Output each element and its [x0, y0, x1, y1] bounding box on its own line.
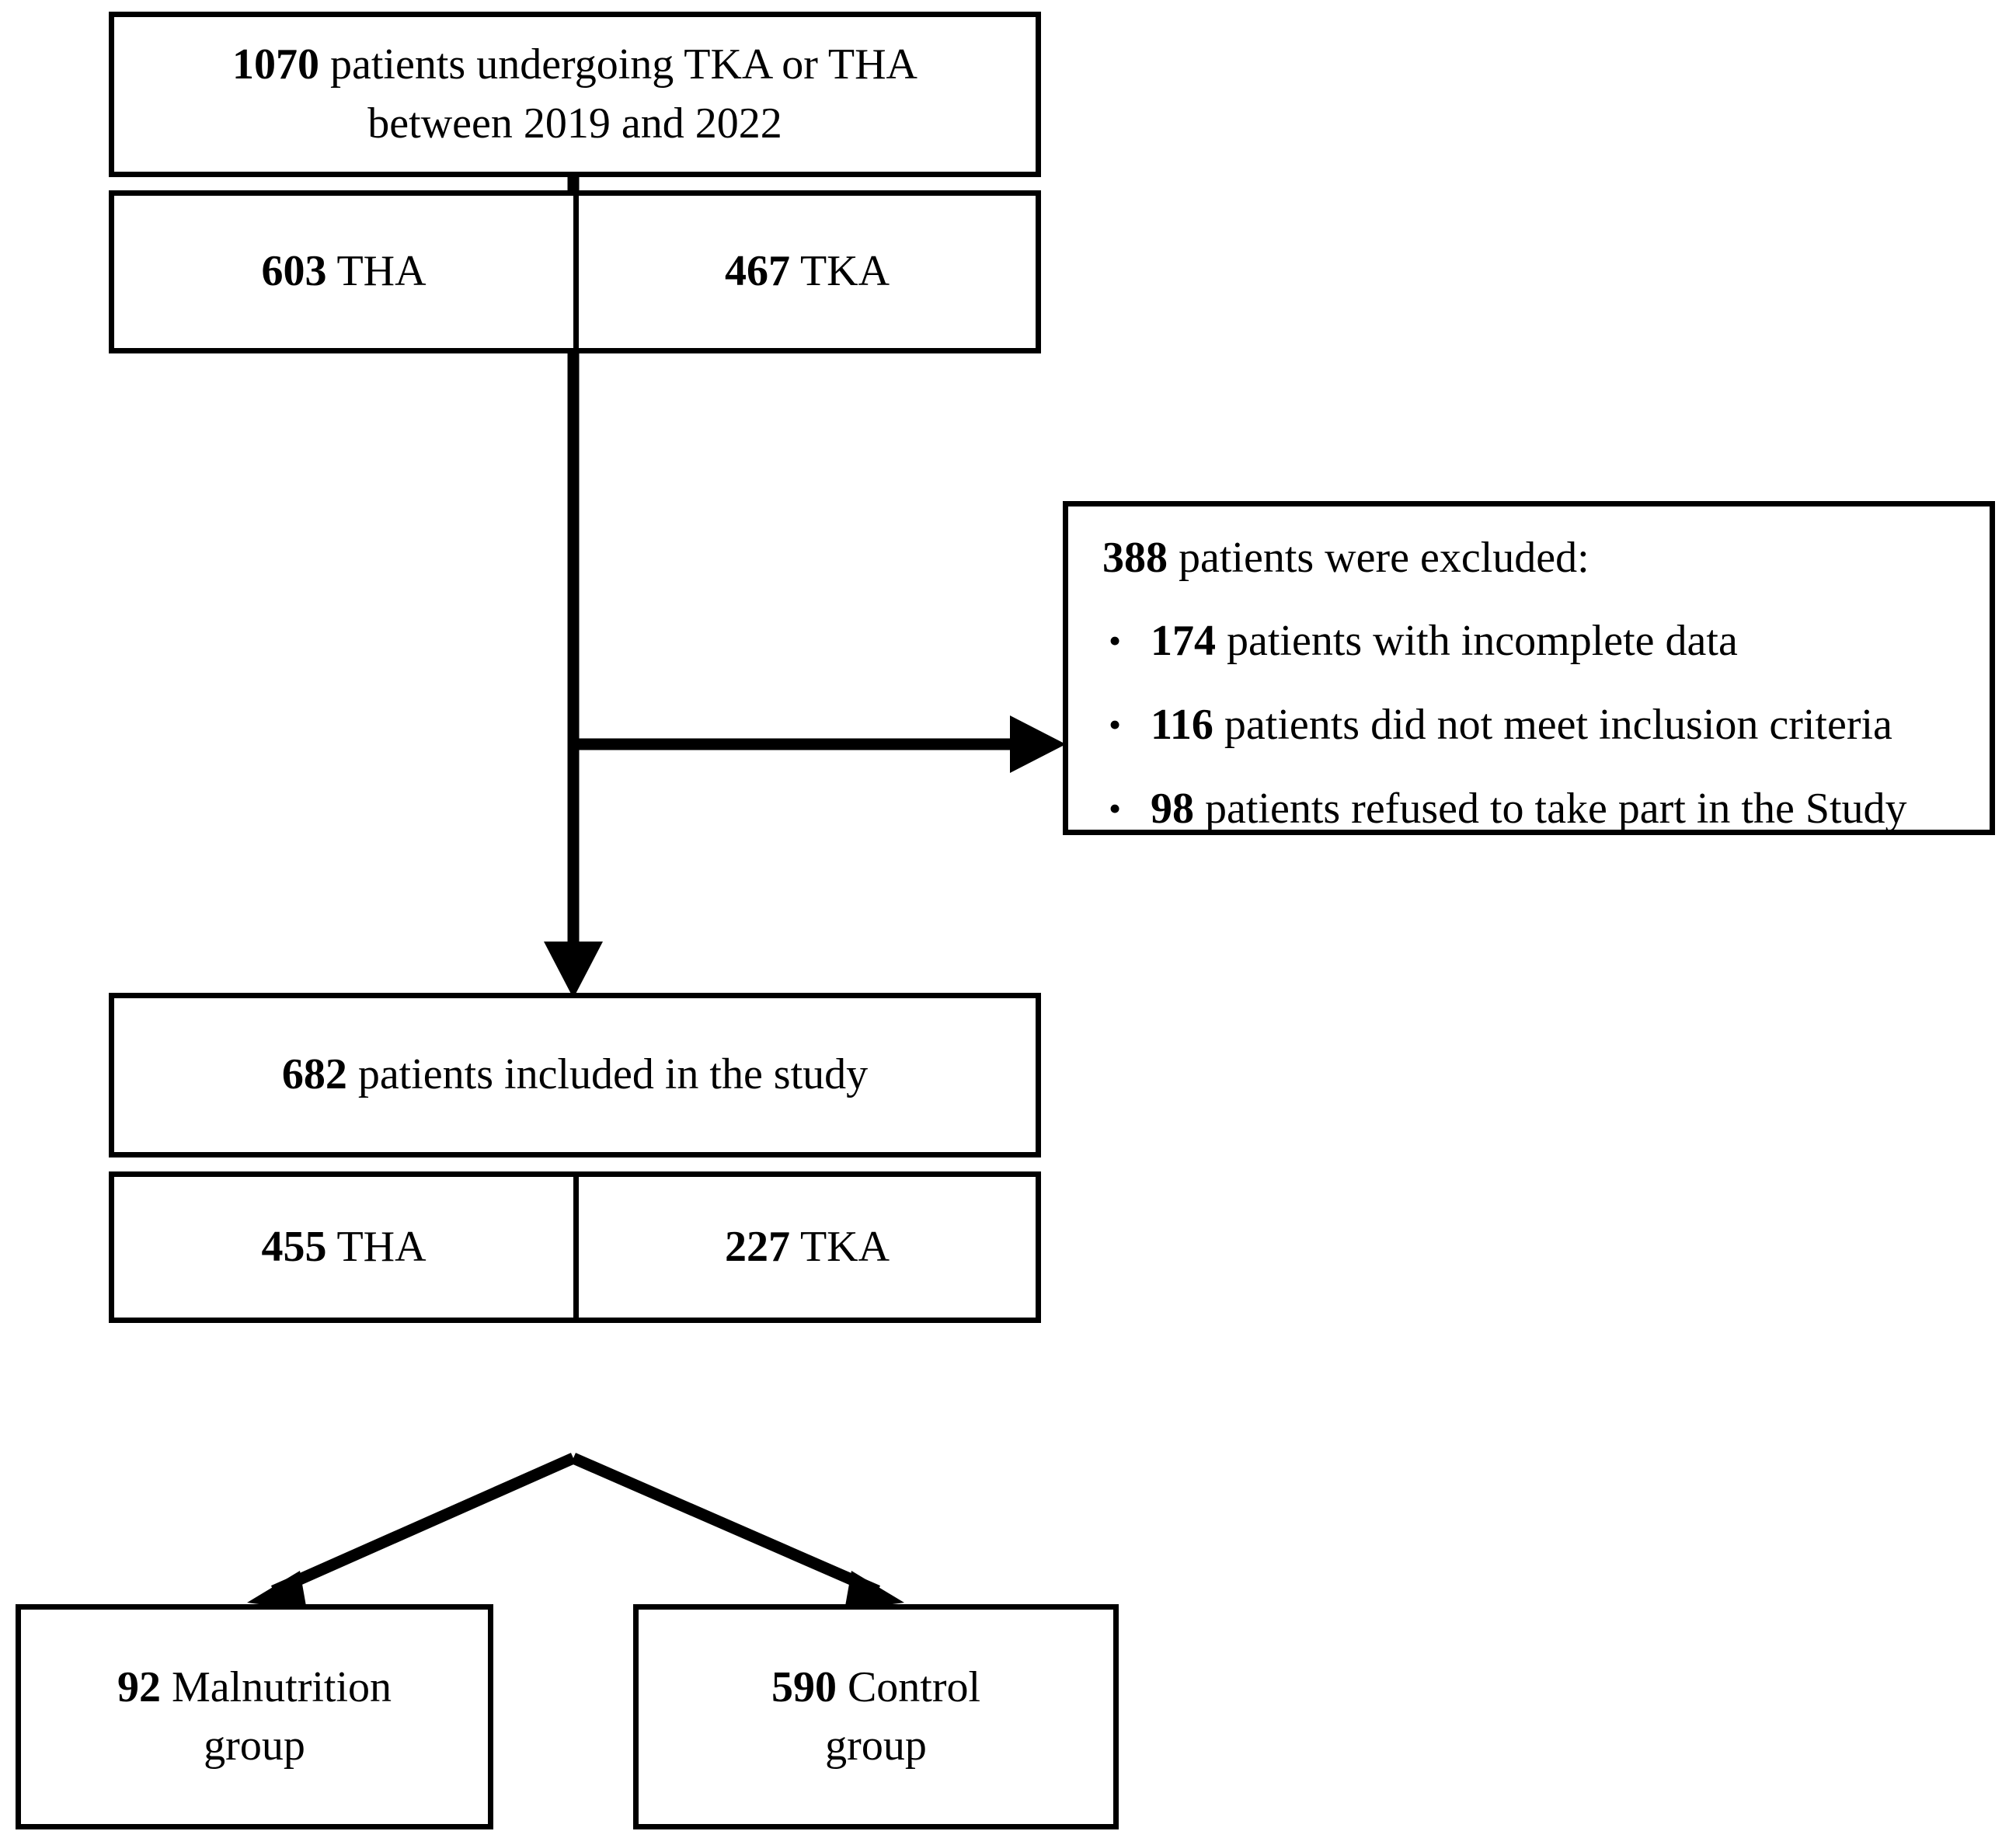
node-total-cohort: 1070 patients undergoing TKA or THA betw…: [109, 12, 1041, 177]
node-split-top-tka-count: 467: [724, 247, 790, 296]
node-total-cohort-line1: patients undergoing TKA or THA: [319, 40, 917, 89]
control-branch-arrow: [571, 1453, 904, 1610]
node-total-cohort-text: 1070 patients undergoing TKA or THA betw…: [221, 36, 928, 152]
node-split-bottom: 455 THA 227 TKA: [109, 1171, 1041, 1323]
node-split-top-tka: 467 TKA: [573, 196, 1036, 348]
node-split-top: 603 THA 467 TKA: [109, 190, 1041, 353]
node-malnutrition-group-line1: Malnutrition: [160, 1662, 392, 1711]
node-exclusions-item: • 116 patients did not meet inclusion cr…: [1102, 697, 1960, 754]
node-split-top-tha-count: 603: [261, 247, 327, 296]
node-split-bottom-tka: 227 TKA: [573, 1177, 1036, 1318]
node-total-cohort-line2: between 2019 and 2022: [367, 99, 782, 148]
node-split-top-tka-text: 467 TKA: [714, 242, 900, 301]
node-exclusions-list: • 174 patients with incomplete data • 11…: [1102, 613, 1960, 838]
node-split-bottom-tha: 455 THA: [114, 1177, 573, 1318]
node-split-top-tha: 603 THA: [114, 196, 573, 348]
node-exclusions-item-count: 174: [1151, 616, 1216, 665]
node-split-top-tha-text: 603 THA: [250, 242, 437, 301]
node-split-top-tka-label: TKA: [789, 247, 890, 296]
node-split-bottom-tha-count: 455: [261, 1222, 327, 1271]
exclusion-branch-arrow: [573, 715, 1066, 773]
node-split-bottom-tka-text: 227 TKA: [714, 1218, 900, 1276]
node-control-group-line1: Control: [836, 1662, 981, 1711]
node-exclusions-item: • 174 patients with incomplete data: [1102, 613, 1960, 670]
node-split-bottom-tka-label: TKA: [789, 1222, 890, 1271]
node-malnutrition-group-count: 92: [117, 1662, 161, 1711]
node-exclusions-heading: 388 patients were excluded:: [1102, 530, 1960, 587]
node-exclusions-item-rest: patients with incomplete data: [1216, 616, 1738, 665]
node-exclusions-item-count: 98: [1151, 784, 1194, 833]
node-exclusions: 388 patients were excluded: • 174 patien…: [1063, 501, 1995, 835]
bullet-icon: •: [1109, 704, 1122, 744]
node-included-count: 682: [281, 1050, 347, 1099]
node-control-group-line2: group: [825, 1721, 927, 1770]
node-split-top-row: 603 THA 467 TKA: [114, 196, 1036, 348]
node-malnutrition-group-line2: group: [204, 1721, 305, 1770]
node-split-bottom-tka-count: 227: [724, 1222, 790, 1271]
bullet-icon: •: [1109, 620, 1122, 660]
node-malnutrition-group-text: 92 Malnutrition group: [106, 1659, 402, 1775]
node-split-bottom-row: 455 THA 227 TKA: [114, 1177, 1036, 1318]
node-split-top-tha-label: THA: [326, 247, 427, 296]
node-included-text: 682 patients included in the study: [271, 1046, 879, 1104]
node-control-group-count: 590: [771, 1662, 837, 1711]
bullet-icon: •: [1109, 788, 1122, 828]
node-exclusions-item: • 98 patients refused to take part in th…: [1102, 781, 1960, 838]
node-exclusions-heading-count: 388: [1102, 534, 1168, 582]
node-exclusions-inner: 388 patients were excluded: • 174 patien…: [1068, 507, 1990, 846]
node-control-group-text: 590 Control group: [761, 1659, 991, 1775]
node-total-cohort-count: 1070: [232, 40, 320, 89]
node-included-rest: patients included in the study: [346, 1050, 869, 1099]
node-exclusions-item-rest: patients did not meet inclusion criteria: [1213, 700, 1892, 749]
node-control-group: 590 Control group: [633, 1604, 1119, 1829]
node-exclusions-item-count: 116: [1151, 700, 1213, 749]
node-malnutrition-group: 92 Malnutrition group: [16, 1604, 493, 1829]
node-split-bottom-tha-label: THA: [326, 1222, 427, 1271]
node-exclusions-item-rest: patients refused to take part in the Stu…: [1194, 784, 1907, 833]
node-included: 682 patients included in the study: [109, 993, 1041, 1157]
malnutrition-branch-arrow: [247, 1453, 576, 1610]
node-exclusions-heading-rest: patients were excluded:: [1168, 534, 1589, 582]
node-split-bottom-tha-text: 455 THA: [250, 1218, 437, 1276]
